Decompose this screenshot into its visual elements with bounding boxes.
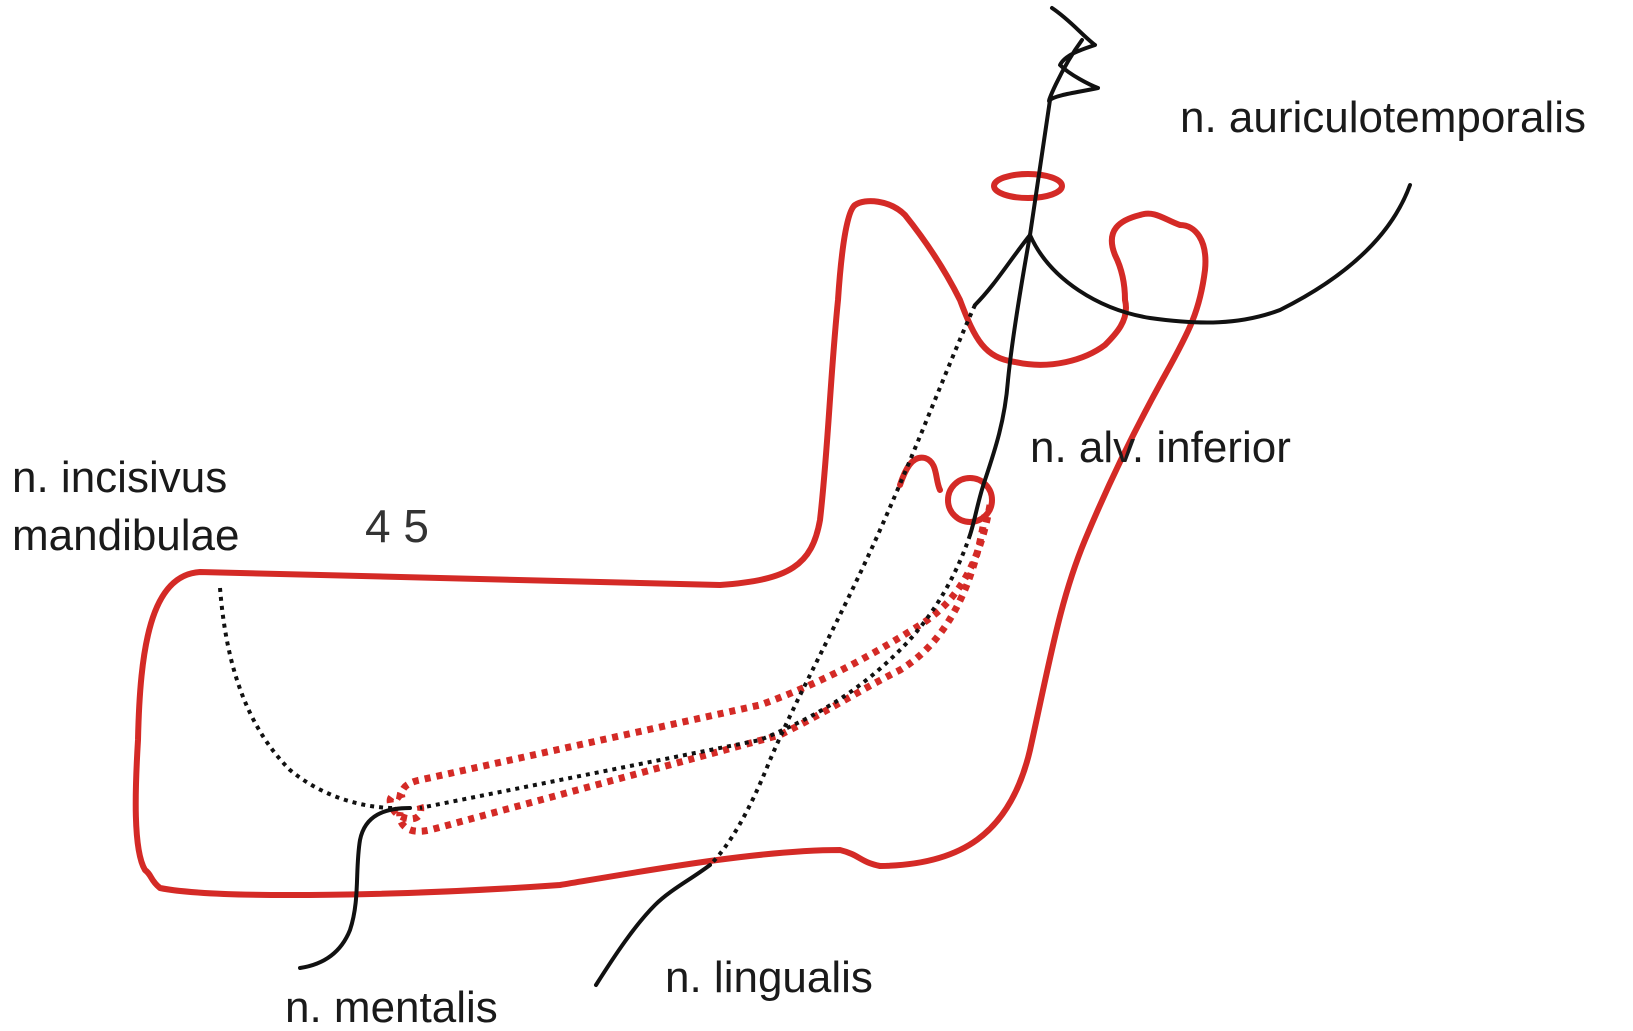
label-alv-inferior: n. alv. inferior bbox=[1030, 423, 1291, 472]
label-lingualis: n. lingualis bbox=[665, 953, 873, 1002]
label-incisivus-line1: n. incisivus bbox=[12, 453, 227, 502]
label-mentalis: n. mentalis bbox=[285, 983, 498, 1031]
mental-nerve bbox=[300, 808, 410, 968]
mandibular-nerve-trunk bbox=[1030, 100, 1050, 235]
mandibular-nerve-top bbox=[1049, 8, 1098, 101]
foramen-ovale-ring bbox=[994, 174, 1062, 198]
mandible-outline bbox=[136, 201, 1206, 895]
label-incisivus-line2: mandibulae bbox=[12, 511, 240, 560]
label-teeth-numbers: 4 5 bbox=[365, 500, 429, 552]
auriculotemporal-nerve bbox=[1030, 185, 1410, 323]
inferior-alveolar-nerve bbox=[970, 235, 1030, 535]
lingual-nerve-dotted bbox=[710, 305, 975, 865]
incisive-nerve bbox=[220, 588, 395, 808]
inferior-alveolar-nerve-canal bbox=[420, 535, 970, 808]
mandibular-canal-lower bbox=[400, 515, 985, 831]
label-auriculotemporalis: n. auriculotemporalis bbox=[1180, 93, 1586, 142]
